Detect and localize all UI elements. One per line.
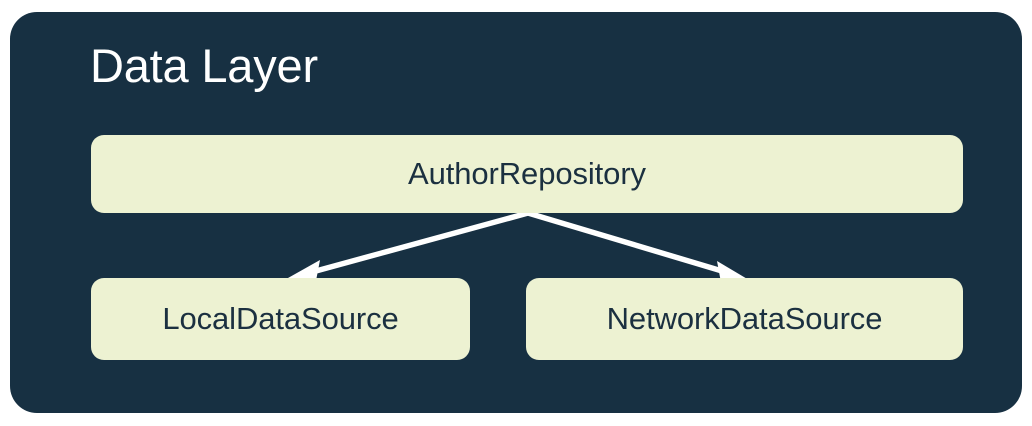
edge-line-repository-to-network — [527, 210, 733, 277]
node-label-network-data-source: NetworkDataSource — [606, 301, 883, 336]
node-author-repository[interactable]: AuthorRepository — [91, 135, 963, 213]
node-label-author-repository: AuthorRepository — [408, 156, 646, 191]
node-network-data-source[interactable]: NetworkDataSource — [526, 278, 963, 360]
edge-repository-to-network — [527, 210, 749, 288]
edge-line-repository-to-local — [304, 210, 529, 277]
edge-repository-to-local — [288, 210, 529, 286]
data-layer-panel: Data Layer AuthorRepository LocalDataSou… — [10, 12, 1022, 413]
node-label-local-data-source: LocalDataSource — [162, 301, 399, 336]
page-title: Data Layer — [90, 39, 318, 92]
node-local-data-source[interactable]: LocalDataSource — [91, 278, 470, 360]
